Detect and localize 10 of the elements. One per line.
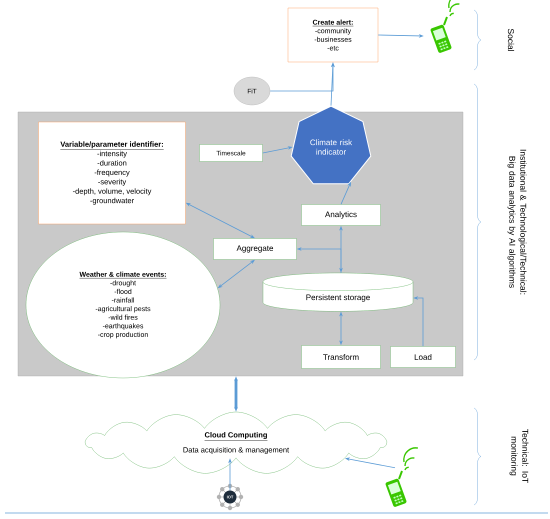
- process-box: Transform: [301, 345, 381, 369]
- storage-cylinder: Persistent storage: [262, 272, 414, 312]
- process-box: Analytics: [301, 204, 381, 226]
- process-box: Load: [390, 346, 456, 368]
- side-label: Institutional & Technological/Technical: Big data analytics by AI algorithms: [508, 150, 526, 294]
- side-label: Social: [508, 28, 514, 51]
- indicator-heptagon: Climate risk indicator: [290, 106, 372, 184]
- phone-icon: [386, 447, 418, 507]
- process-box: Aggregate: [213, 238, 297, 260]
- side-label: Technical: IoT monitoring: [510, 429, 528, 483]
